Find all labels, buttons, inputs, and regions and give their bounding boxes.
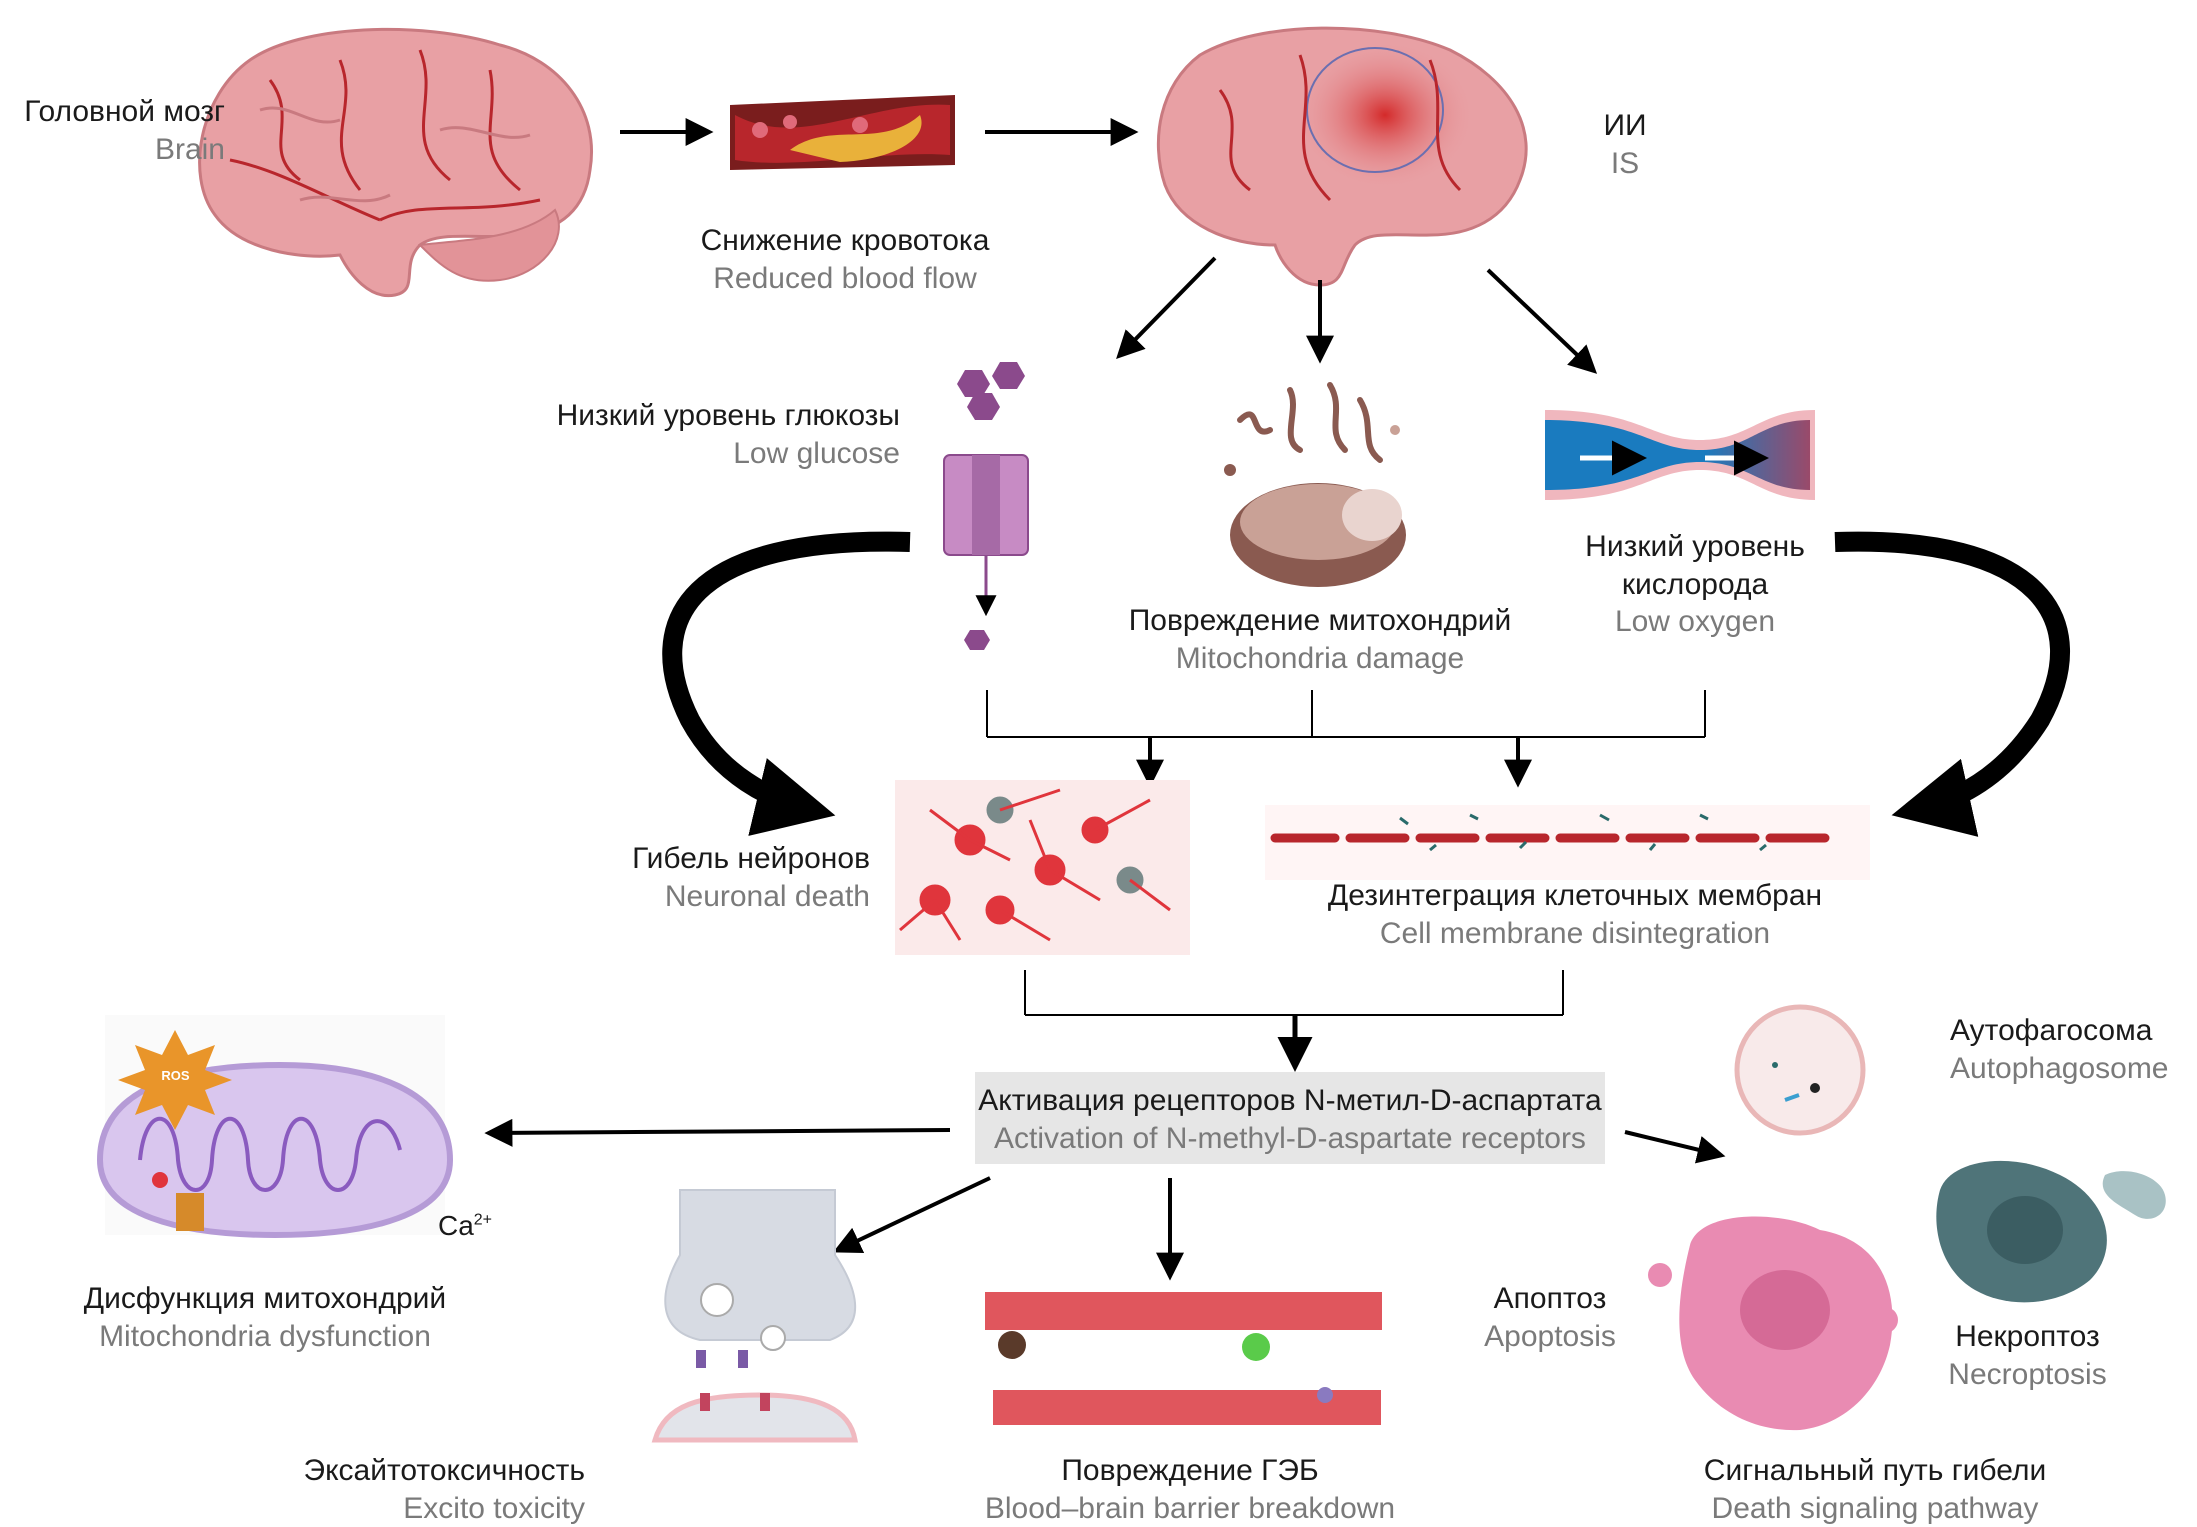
- autophagosome-label-en: Autophagosome: [1950, 1050, 2180, 1088]
- necroptosis-label-en: Necroptosis: [1945, 1356, 2110, 1394]
- curved-arrow-glucose-to-neuronal-death: [672, 542, 910, 810]
- glucose-channel-illustration: [944, 362, 1028, 650]
- nmda-label-en: Activation of N-methyl-D-aspartate recep…: [975, 1120, 1605, 1158]
- brain-label-ru: Головной мозг: [20, 93, 225, 131]
- ca-superscript: 2+: [474, 1212, 492, 1229]
- membrane-label-en: Cell membrane disintegration: [1295, 915, 1855, 953]
- death-label-ru: Сигнальный путь гибели: [1700, 1452, 2050, 1490]
- artery-illustration: [730, 95, 955, 170]
- mito-damage-label-en: Mitochondria damage: [1120, 640, 1520, 678]
- mito-dysfunction-label-ru: Дисфункция митохондрий: [70, 1280, 460, 1318]
- arrow-nmda-to-death: [1625, 1132, 1720, 1155]
- membrane-label-ru: Дезинтеграция клеточных мембран: [1295, 877, 1855, 915]
- autophagosome-illustration: [1737, 1007, 1863, 1133]
- neuronal-death-label-en: Neuronal death: [590, 878, 870, 916]
- brain-label-en: Brain: [20, 131, 225, 169]
- mitochondria-dysfunction-illustration: [100, 1015, 450, 1235]
- membrane-illustration: [1265, 805, 1870, 880]
- is-label-en: IS: [1580, 145, 1670, 183]
- apoptosis-label-en: Apoptosis: [1480, 1318, 1620, 1356]
- arrow-is-to-oxygen: [1488, 270, 1593, 370]
- is-label: ИИ IS: [1580, 107, 1670, 182]
- glucose-label: Низкий уровень глюкозы Low glucose: [520, 397, 900, 472]
- mito-damage-label-ru: Повреждение митохондрий: [1120, 602, 1520, 640]
- synapse-illustration: [655, 1190, 855, 1440]
- ischemic-brain-illustration: [1158, 28, 1526, 285]
- apoptosis-illustration: [1648, 1216, 1898, 1430]
- necroptosis-label-ru: Некроптоз: [1945, 1318, 2110, 1356]
- autophagosome-label: Аутофагосома Autophagosome: [1950, 1012, 2180, 1087]
- neuronal-death-label-ru: Гибель нейронов: [590, 840, 870, 878]
- brain-illustration: [200, 29, 592, 295]
- ca-text: Ca: [438, 1210, 474, 1241]
- ros-text: ROS: [161, 1068, 189, 1083]
- mito-dysfunction-label: Дисфункция митохондрий Mitochondria dysf…: [70, 1280, 460, 1355]
- nmda-label: Активация рецепторов N-метил-D-аспартата…: [975, 1082, 1605, 1157]
- bracket-convergence: [987, 690, 1705, 782]
- mitochondria-damage-illustration: [1224, 385, 1406, 587]
- nmda-label-ru: Активация рецепторов N-метил-D-аспартата: [975, 1082, 1605, 1120]
- arrow-nmda-to-mito-dysfunction: [490, 1130, 950, 1133]
- necroptosis-label: Некроптоз Necroptosis: [1945, 1318, 2110, 1393]
- ca-label: Ca2+: [430, 1208, 500, 1243]
- necroptosis-illustration: [1936, 1161, 2165, 1303]
- mito-damage-label: Повреждение митохондрий Mitochondria dam…: [1120, 602, 1520, 677]
- membrane-label: Дезинтеграция клеточных мембран Cell mem…: [1295, 877, 1855, 952]
- bracket-to-nmda: [1025, 970, 1563, 1065]
- oxygen-label: Низкий уровень кислорода Low oxygen: [1555, 528, 1835, 641]
- is-label-ru: ИИ: [1580, 107, 1670, 145]
- arrow-is-to-glucose: [1120, 258, 1215, 355]
- curved-arrow-oxygen-to-membrane: [1835, 542, 2060, 810]
- blood-flow-label-en: Reduced blood flow: [680, 260, 1010, 298]
- oxygen-label-ru-1: Низкий уровень: [1555, 528, 1835, 566]
- blood-flow-label-ru: Снижение кровотока: [680, 222, 1010, 260]
- ros-label: ROS: [143, 1068, 208, 1084]
- excito-label-ru: Эксайтотоксичность: [300, 1452, 585, 1490]
- oxygen-label-en: Low oxygen: [1555, 603, 1835, 641]
- oxygen-label-ru-2: кислорода: [1555, 566, 1835, 604]
- neuronal-death-label: Гибель нейронов Neuronal death: [590, 840, 870, 915]
- narrowed-vessel-illustration: [1545, 410, 1815, 500]
- autophagosome-label-ru: Аутофагосома: [1950, 1012, 2180, 1050]
- apoptosis-label-ru: Апоптоз: [1480, 1280, 1620, 1318]
- bbb-illustration: [985, 1292, 1382, 1425]
- death-label-en: Death signaling pathway: [1700, 1490, 2050, 1527]
- arrow-nmda-to-excito: [838, 1178, 990, 1250]
- apoptosis-label: Апоптоз Apoptosis: [1480, 1280, 1620, 1355]
- mito-dysfunction-label-en: Mitochondria dysfunction: [70, 1318, 460, 1356]
- excito-label-en: Excito toxicity: [300, 1490, 585, 1527]
- glucose-label-en: Low glucose: [520, 435, 900, 473]
- glucose-label-ru: Низкий уровень глюкозы: [520, 397, 900, 435]
- brain-label: Головной мозг Brain: [20, 93, 225, 168]
- neurons-illustration: [895, 780, 1190, 955]
- bbb-label-en: Blood–brain barrier breakdown: [980, 1490, 1400, 1527]
- bbb-label-ru: Повреждение ГЭБ: [980, 1452, 1400, 1490]
- blood-flow-label: Снижение кровотока Reduced blood flow: [680, 222, 1010, 297]
